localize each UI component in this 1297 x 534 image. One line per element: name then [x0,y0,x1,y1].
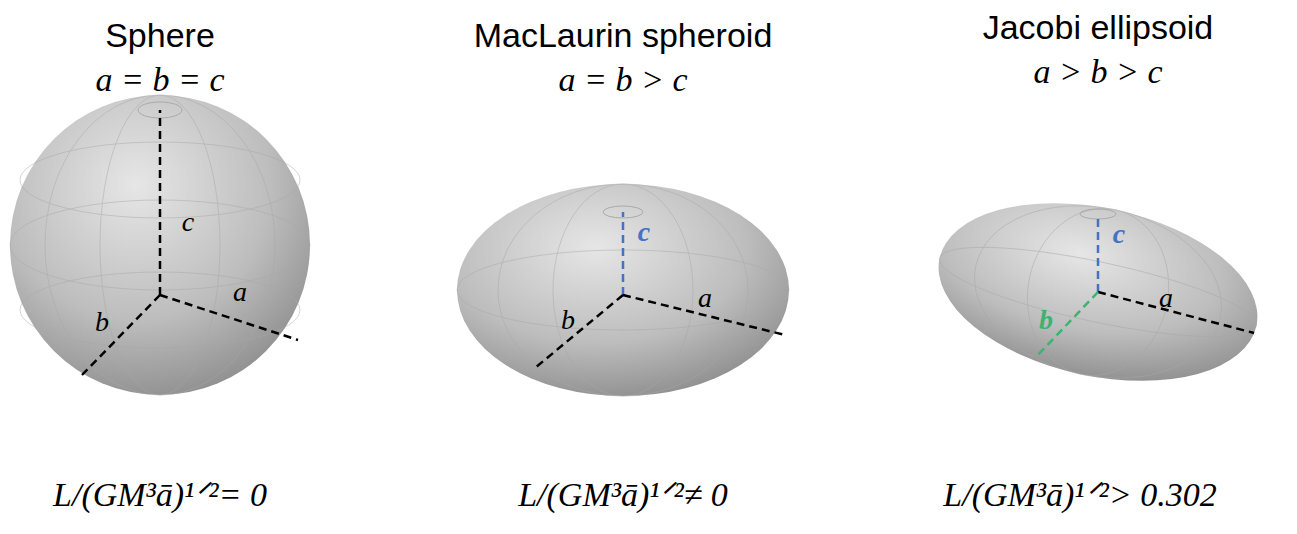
axis-label-a: a [233,277,247,308]
axis-label-b: b [561,305,575,336]
shape-title: Sphere [105,17,215,54]
axis-label-b: b [95,307,109,338]
axis-label-a: a [1159,283,1173,314]
angular-momentum-formula: L/(GM³ā)¹ᐟ²> 0.302 [943,476,1216,513]
figure-panel: Jacobi ellipsoid a > b > c c a bL/(GM³ā)¹ᐟ²>… [860,0,1297,534]
figure-panel: MacLaurin spheroid a = b > c c a bL/(GM³ā)¹ᐟ… [400,0,860,534]
shape-title: MacLaurin spheroid [474,17,773,54]
axis-label-c: c [638,217,650,248]
axis-label-c: c [1113,219,1125,250]
jacobi-shape [922,176,1274,408]
axis-label-b: b [1039,305,1053,336]
axis-label-c: c [182,207,194,238]
angular-momentum-formula: L/(GM³ā)¹ᐟ²≠ 0 [518,476,728,513]
shape-condition: a = b = c [96,61,225,98]
shape-condition: a > b > c [1034,53,1163,90]
angular-momentum-formula: L/(GM³ā)¹ᐟ²= 0 [53,476,267,513]
axis-label-a: a [698,283,712,314]
shape-title: Jacobi ellipsoid [983,9,1214,46]
spheroid-shape [457,184,789,396]
sphere-shape [10,95,310,395]
figure-panel: Sphere a = b = c c a bL/(GM³ā)¹ᐟ²= 0 [0,0,400,534]
shape-condition: a = b > c [559,61,688,98]
